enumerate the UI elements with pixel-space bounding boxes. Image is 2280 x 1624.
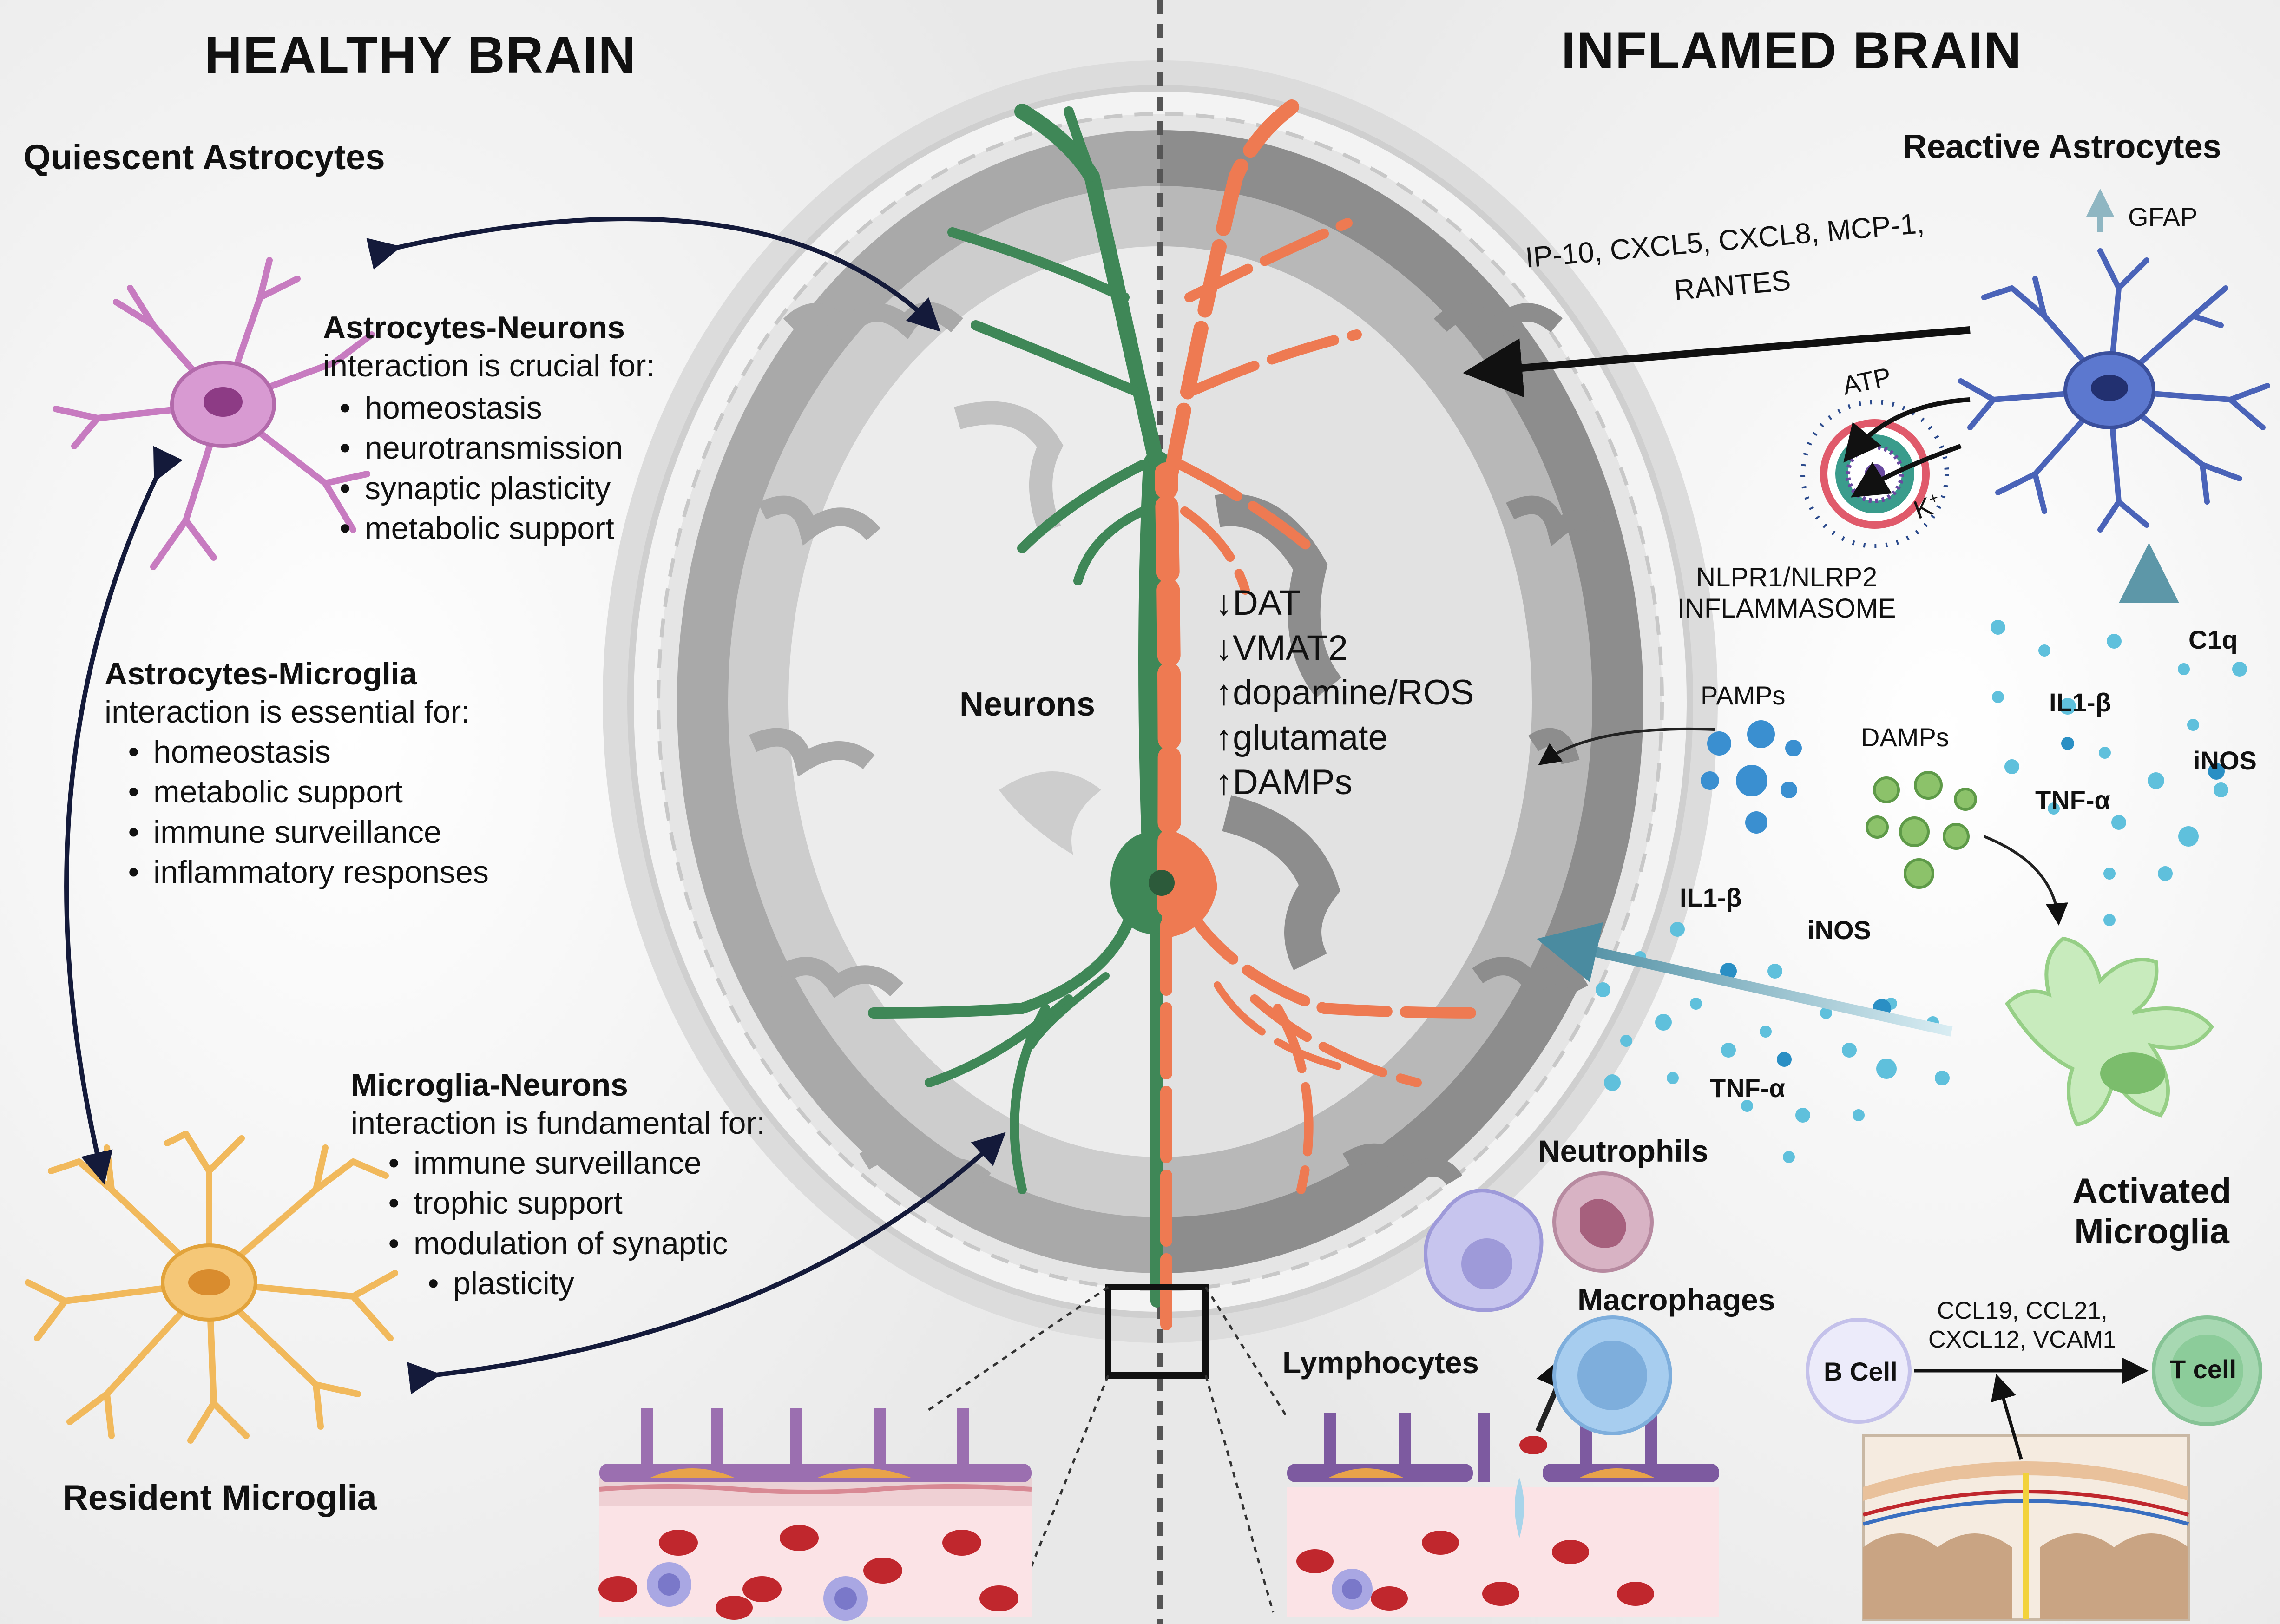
b-cell-label: B Cell [1824,1357,1898,1386]
reactive-astrocytes-label: Reactive Astrocytes [1903,128,2221,165]
list-item: metabolic support [114,772,489,812]
microglia-neurons-subtitle: interaction is fundamental for: [351,1105,766,1141]
inflamed-neuron-soma [1162,827,1217,939]
c1q-label: C1q [2188,625,2238,654]
activated-line1: Activated [2072,1171,2232,1211]
list-item: immune surveillance [114,812,489,852]
b-cell [1806,1318,1912,1424]
t-cell-label: T cell [2170,1354,2237,1384]
marker-damps: ↑DAMPs [1215,763,1353,802]
list-item: plasticity [374,1263,728,1303]
list-item: neurotransmission [325,428,623,468]
macrophage-cell [1552,1315,1672,1435]
inflammasome-line2: INFLAMMASOME [1677,593,1896,624]
list-item: inflammatory responses [114,852,489,892]
chemokine-arrow [1463,326,1971,398]
inflammasome-line1: NLPR1/NLRP2 [1696,562,1878,592]
ccl-label: CCL19, CCL21, CXCL12, VCAM1 [1928,1296,2116,1354]
activated-line2: Microglia [2074,1212,2229,1252]
list-item: trophic support [374,1183,728,1223]
astro-neurons-subtitle: interaction is crucial for: [323,348,655,383]
il1b-label-upper: IL1-β [2049,688,2111,717]
neutrophils-label: Neutrophils [1538,1134,1708,1168]
pamps-label: PAMPs [1701,681,1786,710]
inflamed-title: INFLAMED BRAIN [1561,21,2023,79]
astro-neurons-title: Astrocytes-Neurons [323,310,625,345]
marker-glutamate: ↑glutamate [1215,717,1388,757]
astro-microglia-block: Astrocytes-Microglia interaction is esse… [105,655,470,731]
activated-microglia [2004,936,2214,1127]
damps-arrow [1983,835,2068,926]
inos-label-upper: iNOS [2193,746,2257,775]
astro-microglia-subtitle: interaction is essential for: [105,694,470,730]
list-item-continuation: plasticity [453,1266,574,1302]
gfap-label: GFAP [2128,202,2198,231]
microglia-neurons-list: immune surveillance trophic support modu… [374,1143,728,1303]
cytokine-release-arrow [1537,922,1953,1037]
meninges-panel [1862,1434,2190,1621]
pamps-cluster [1701,720,1802,834]
lymphocytes-label: Lymphocytes [1282,1345,1479,1380]
pamps-arrow [1538,727,1715,766]
astro-microglia-title: Astrocytes-Microglia [105,656,417,691]
list-item: metabolic support [325,508,623,548]
il1b-label-lower: IL1-β [1680,883,1742,912]
microglia-neuron-arrow [407,1132,1006,1394]
damps-cluster [1866,771,1977,889]
resident-microglia-label: Resident Microglia [63,1478,377,1518]
macrophages-label: Macrophages [1577,1282,1775,1317]
astro-microglia-list: homeostasis metabolic support immune sur… [114,732,489,892]
damps-label: DAMPs [1861,723,1949,752]
neuron-marker-list: ↓DAT ↓VMAT2 ↑dopamine/ROS ↑glutamate ↑DA… [1215,581,1474,805]
meninges-arrow [1991,1374,2023,1460]
astro-neuron-arrow [366,217,941,332]
list-item: homeostasis [325,388,623,428]
tnfa-label-lower: TNF-α [1710,1073,1785,1103]
healthy-neuron [868,104,1171,1308]
list-item: immune surveillance [374,1143,728,1183]
lymphocyte-cell [1424,1189,1544,1313]
list-item: synaptic plasticity [325,468,623,508]
inos-label-lower: iNOS [1807,915,1871,945]
k-arrow [1851,444,1962,498]
astro-microglia-arrow [64,446,183,1185]
marker-dat: ↓DAT [1215,583,1301,623]
list-item: modulation of synaptic [374,1223,728,1263]
atp-arrow [1843,397,1971,463]
healthy-title: HEALTHY BRAIN [204,26,637,84]
marker-dopamine-ros: ↑dopamine/ROS [1215,673,1474,713]
t-cell [2152,1315,2262,1426]
astro-neurons-block: Astrocytes-Neurons interaction is crucia… [323,309,655,385]
neuron-nucleus [1149,870,1175,896]
cytokine-dots [1596,620,2247,1163]
marker-vmat2: ↓VMAT2 [1215,628,1348,668]
quiescent-astrocytes-label: Quiescent Astrocytes [23,138,385,177]
astro-neurons-list: homeostasis neurotransmission synaptic p… [325,388,623,548]
ccl-line1: CCL19, CCL21, [1937,1297,2108,1324]
neurons-label: Neurons [959,686,1096,723]
zoom-box [1105,1284,1209,1379]
activated-microglia-label: Activated Microglia [2072,1171,2231,1252]
bbb-healthy-panel [598,1408,1032,1621]
tnfa-label-upper: TNF-α [2035,785,2110,815]
ccl-line2: CXCL12, VCAM1 [1928,1326,2116,1354]
list-item: homeostasis [114,732,489,772]
inflammasome-label: NLPR1/NLRP2 INFLAMMASOME [1677,562,1896,624]
brain-cross-section [603,60,1718,1343]
neutrophil-cell [1552,1171,1654,1273]
microglia-neurons-block: Microglia-Neurons interaction is fundame… [351,1066,765,1142]
microglia-neurons-title: Microglia-Neurons [351,1067,628,1103]
